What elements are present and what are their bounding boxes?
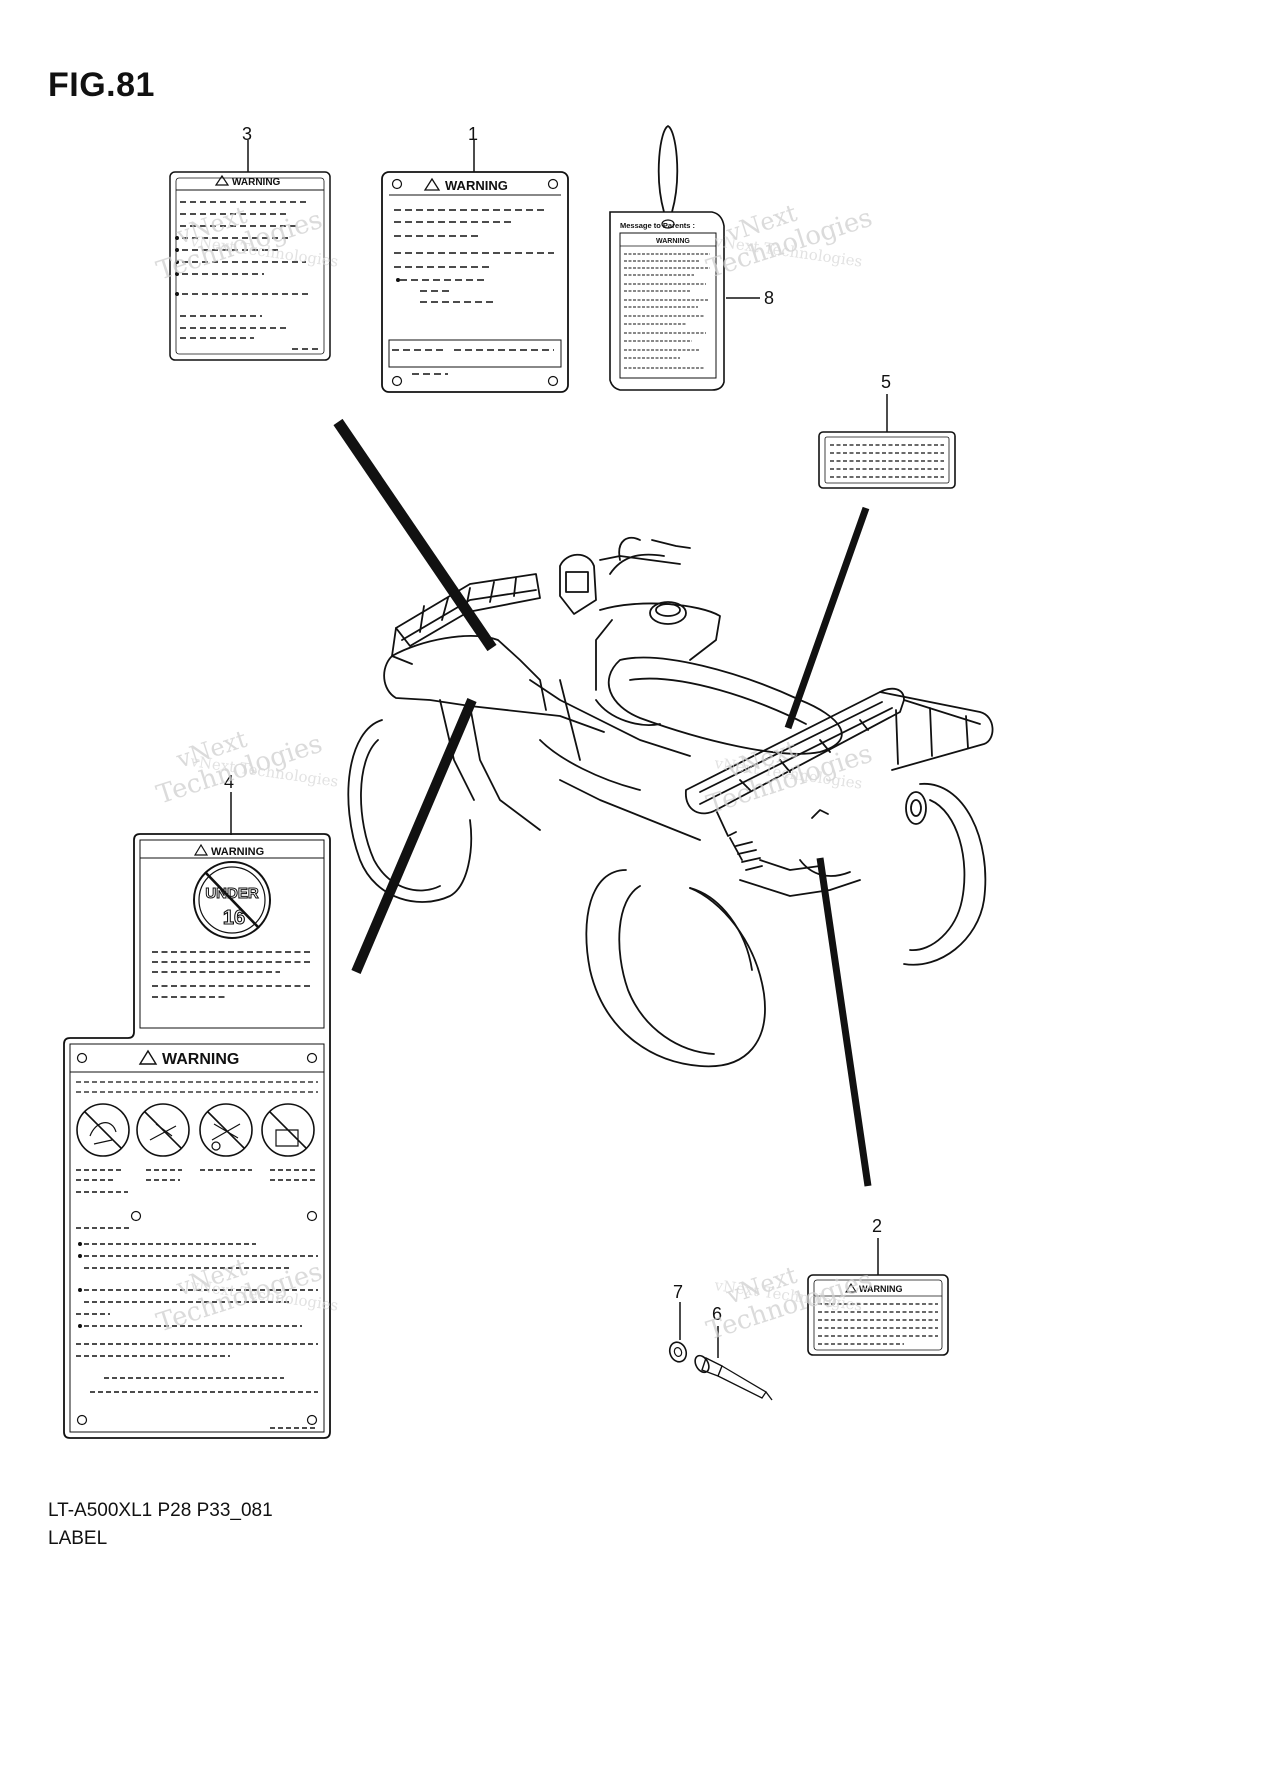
- tag-header: Message to Parents :: [620, 221, 695, 230]
- pictogram-row: [76, 1103, 315, 1157]
- label-2: 2 WARNING: [807, 1216, 949, 1356]
- label-8-hang-tag: Message to Parents : WARNING 8: [609, 124, 774, 391]
- callout-2: 2: [872, 1216, 882, 1236]
- part-6-rivet: 6: [694, 1304, 773, 1401]
- model-code: LT-A500XL1 P28 P33_081: [48, 1500, 273, 1521]
- callout-4: 4: [224, 772, 234, 792]
- pointer-lines: [333, 418, 872, 1187]
- age-badge-number: 16: [223, 907, 245, 929]
- label-1-warning-text: WARNING: [445, 178, 508, 193]
- figure-title: FIG.81: [48, 66, 155, 104]
- label-3: 3 WARNING: [169, 124, 331, 361]
- tag-warning-text: WARNING: [656, 238, 690, 245]
- callout-3: 3: [242, 124, 252, 144]
- callout-7: 7: [673, 1282, 683, 1302]
- label-4-upper-warning-text: WARNING: [211, 846, 264, 858]
- part-7-washer: 7: [668, 1282, 688, 1363]
- callout-6: 6: [712, 1304, 722, 1324]
- label-3-warning-text: WARNING: [232, 177, 281, 188]
- label-1: 1 WARNING: [381, 124, 569, 393]
- callout-5: 5: [881, 372, 891, 392]
- label-2-warning-text: WARNING: [859, 1284, 903, 1294]
- label-5: 5: [818, 372, 956, 489]
- age-badge-word: UNDER: [205, 885, 259, 902]
- section-name: LABEL: [48, 1528, 108, 1549]
- callout-1: 1: [468, 124, 478, 144]
- callout-8: 8: [764, 288, 774, 308]
- atv-illustration: [347, 536, 994, 1068]
- label-4: 4 WARNING UNDER 16 WARNING: [63, 772, 331, 1439]
- watermark-group: vNext Technologies vNext Technologies vN…: [153, 199, 876, 1347]
- label-4-lower-warning-text: WARNING: [162, 1051, 239, 1068]
